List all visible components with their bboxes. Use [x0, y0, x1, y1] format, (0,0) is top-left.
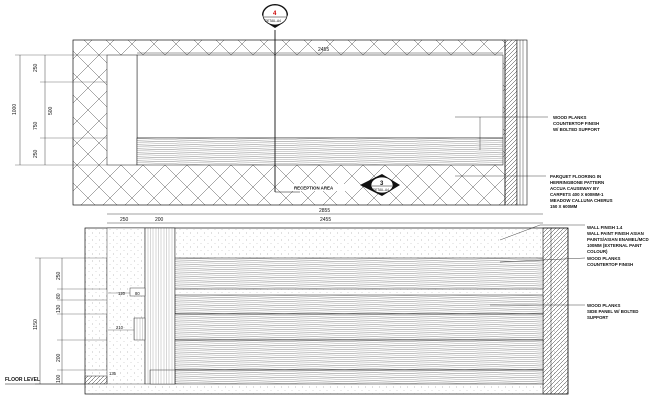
elev-dim-80: 80: [56, 293, 62, 299]
plan-dim-750: 750: [33, 121, 39, 130]
elevation-view: 2855 250 200 2455 1150 250 80 130 200 10: [5, 208, 569, 395]
elev-width-dim: 2855: [319, 208, 330, 214]
elev-dim-200: 200: [56, 353, 62, 362]
note-wood-planks-mid-2: COUNTERTOP FINISH: [587, 262, 633, 267]
elev-plank-band-1: [106, 257, 544, 290]
note-parquet-5: MEADOW CALLUNA CHERUS: [550, 198, 613, 203]
plan-notes: WOOD PLANKS COUNTERTOP FINISH W/ BOLTED …: [455, 115, 613, 209]
elev-plank-band-3: [106, 313, 544, 341]
elev-dim-250: 250: [56, 271, 62, 280]
note-wood-planks-low-1: WOOD PLANKS: [587, 303, 620, 308]
callout-3-ref: DETAIL-A4: [373, 188, 389, 192]
note-parquet-6: 150 X 600MM: [550, 204, 578, 209]
elev-dim-135: 135: [109, 371, 117, 376]
note-wall-finish-4: 100MM (EXTERNAL PAINT: [587, 243, 642, 248]
floor-level-label: FLOOR LEVEL: [5, 377, 40, 383]
section-callout-4: 4 DETAIL-A4: [262, 4, 288, 28]
plan-countertop-void: [136, 54, 504, 139]
room-label: RECEPTION AREA: [294, 186, 334, 191]
elev-dim-130: 130: [56, 304, 62, 313]
plan-counter-end: [106, 54, 138, 166]
note-wood-planks-1: WOOD PLANKS: [553, 115, 586, 120]
note-wall-finish-3: PAINTS/ASIAN ENAMEL/MCD: [587, 237, 649, 242]
elev-panel-column: [144, 227, 176, 385]
elev-dim-80-small: 80: [135, 291, 140, 296]
callout-4-ref: DETAIL-A4: [265, 19, 281, 23]
note-parquet-3: ACCUA CAUSEWAY BY: [550, 186, 599, 191]
elev-seg-2455: 2455: [320, 217, 331, 223]
callout-4-number: 4: [273, 11, 277, 17]
elev-seg-200: 200: [155, 217, 164, 223]
plan-dim-total: 1000: [12, 104, 18, 115]
elev-plank-band-2: [174, 294, 544, 315]
note-parquet-2: HERRINGBONE PATTERN: [550, 180, 604, 185]
elev-dim-100: 100: [56, 374, 62, 383]
elev-dim-120: 120: [118, 291, 126, 296]
note-wood-planks-3: W/ BOLTED SUPPORT: [553, 127, 600, 132]
plan-dim-250-top: 250: [33, 63, 39, 72]
plan-dim-500: 500: [48, 106, 54, 115]
note-wood-planks-low-3: SUPPORT: [587, 315, 609, 320]
note-parquet-1: PARQUET FLOORING IN: [550, 174, 601, 179]
plan-width-dim: 2455: [318, 47, 329, 53]
note-wall-finish-5: COLOUR): [587, 249, 608, 254]
plan-wall-face: [516, 39, 528, 206]
note-wood-planks-low-2: SIDE PANEL W/ BOLTED: [587, 309, 638, 314]
elev-plank-band-4: [106, 339, 544, 371]
elev-wall-cladding: [542, 227, 569, 395]
callout-3-number: 3: [380, 181, 384, 187]
plan-wall-section: [504, 39, 518, 206]
note-wood-planks-2: COUNTERTOP FINISH: [553, 121, 599, 126]
note-wood-planks-mid-1: WOOD PLANKS: [587, 256, 620, 261]
note-wall-finish-2: WALL PAINT FINISH ASIAN: [587, 231, 644, 236]
plan-dim-250-bottom: 250: [33, 149, 39, 158]
elev-seg-250: 250: [120, 217, 129, 223]
section-callout-3: 3 DETAIL-A4: [360, 174, 400, 196]
plan-view: 2455 1000 250 500 750 250 RECEPTION AREA: [12, 30, 528, 206]
elev-panel-left: [106, 227, 146, 385]
elev-plank-band-5: [174, 369, 544, 385]
elevation-notes: WALL FINISH 1.4 WALL PAINT FINISH ASIAN …: [490, 224, 649, 320]
elev-dim-total: 1150: [33, 319, 39, 330]
plan-parquet-strip: [136, 137, 504, 166]
elev-dim-210: 210: [116, 325, 124, 330]
note-wall-finish-1: WALL FINISH 1.4: [587, 225, 623, 230]
note-parquet-4: CARPETS 400 X 600MM-1: [550, 192, 604, 197]
